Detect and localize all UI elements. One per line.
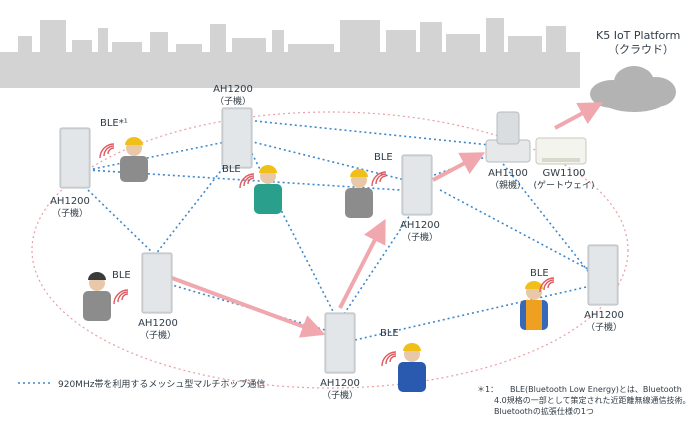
device-label: AH1200	[584, 310, 624, 321]
ble-label: BLE	[112, 270, 131, 281]
ah1100-parent-device	[485, 111, 531, 163]
ah1200-device-center	[401, 154, 433, 216]
worker-icon	[520, 281, 548, 330]
footnote-line-2: 4.0規格の一部として策定された近距離無線通信技術。	[494, 395, 690, 405]
data-flow-arrows	[171, 102, 604, 338]
legend-text: 920MHz帯を利用するメッシュ型マルチホップ通信	[58, 378, 265, 390]
worker-icon	[254, 165, 282, 214]
device-sublabel: （子機）	[322, 389, 358, 401]
parent-device-label: AH1100	[488, 168, 528, 179]
device-label: AH1200	[320, 378, 360, 389]
device-sublabel: （子機）	[140, 329, 176, 341]
device-label: AH1200	[213, 84, 253, 95]
cloud-icon	[590, 66, 676, 112]
ble-label: BLE	[530, 268, 549, 279]
platform-subtitle: （クラウド）	[608, 43, 674, 56]
parent-device-sublabel: （親機）	[490, 179, 526, 191]
footnote-line-3: Bluetoothの拡張仕様の1つ	[494, 406, 594, 416]
worker-icon	[345, 169, 373, 218]
device-sublabel: （子機）	[52, 207, 88, 219]
ble-wave-icon	[539, 277, 555, 293]
ble-label: BLE	[380, 328, 399, 339]
device-label: AH1200	[138, 318, 178, 329]
ble-wave-icon	[113, 289, 129, 305]
network-area-ellipse	[31, 111, 629, 389]
device-label: AH1200	[400, 220, 440, 231]
ble-label: BLE	[374, 152, 393, 163]
ble-wave-icon	[371, 171, 387, 187]
worker-icon	[120, 137, 148, 182]
city-skyline	[0, 18, 580, 88]
footnote-line-1: BLE(Bluetooth Low Energy)とは、Bluetooth	[510, 385, 682, 394]
ah1200-device-top	[221, 107, 253, 169]
device-sublabel: （子機）	[586, 321, 622, 333]
worker-icon	[83, 272, 111, 321]
device-sublabel: （子機）	[402, 231, 438, 243]
ah1200-device-lower-left	[141, 252, 173, 314]
gateway-sublabel: (ゲートウェイ)	[533, 179, 594, 191]
ah1200-device-left	[59, 127, 91, 189]
ble-wave-icon	[239, 173, 255, 189]
ble-wave-icon	[381, 351, 397, 367]
platform-title: K5 IoT Platform	[596, 29, 680, 42]
ah1200-device-bottom	[324, 312, 356, 374]
device-sublabel: （子機）	[215, 95, 251, 107]
ble-label: BLE	[222, 164, 241, 175]
device-label: AH1200	[50, 196, 90, 207]
footnote-mark: ＊1：	[477, 385, 498, 394]
ah1200-device-right	[587, 244, 619, 306]
ble-footnote-label: BLE*¹	[100, 118, 128, 129]
worker-icon	[398, 343, 426, 392]
gateway-label: GW1100	[542, 168, 585, 179]
ble-wave-icon	[99, 143, 115, 159]
gw1100-gateway-device	[535, 137, 587, 165]
